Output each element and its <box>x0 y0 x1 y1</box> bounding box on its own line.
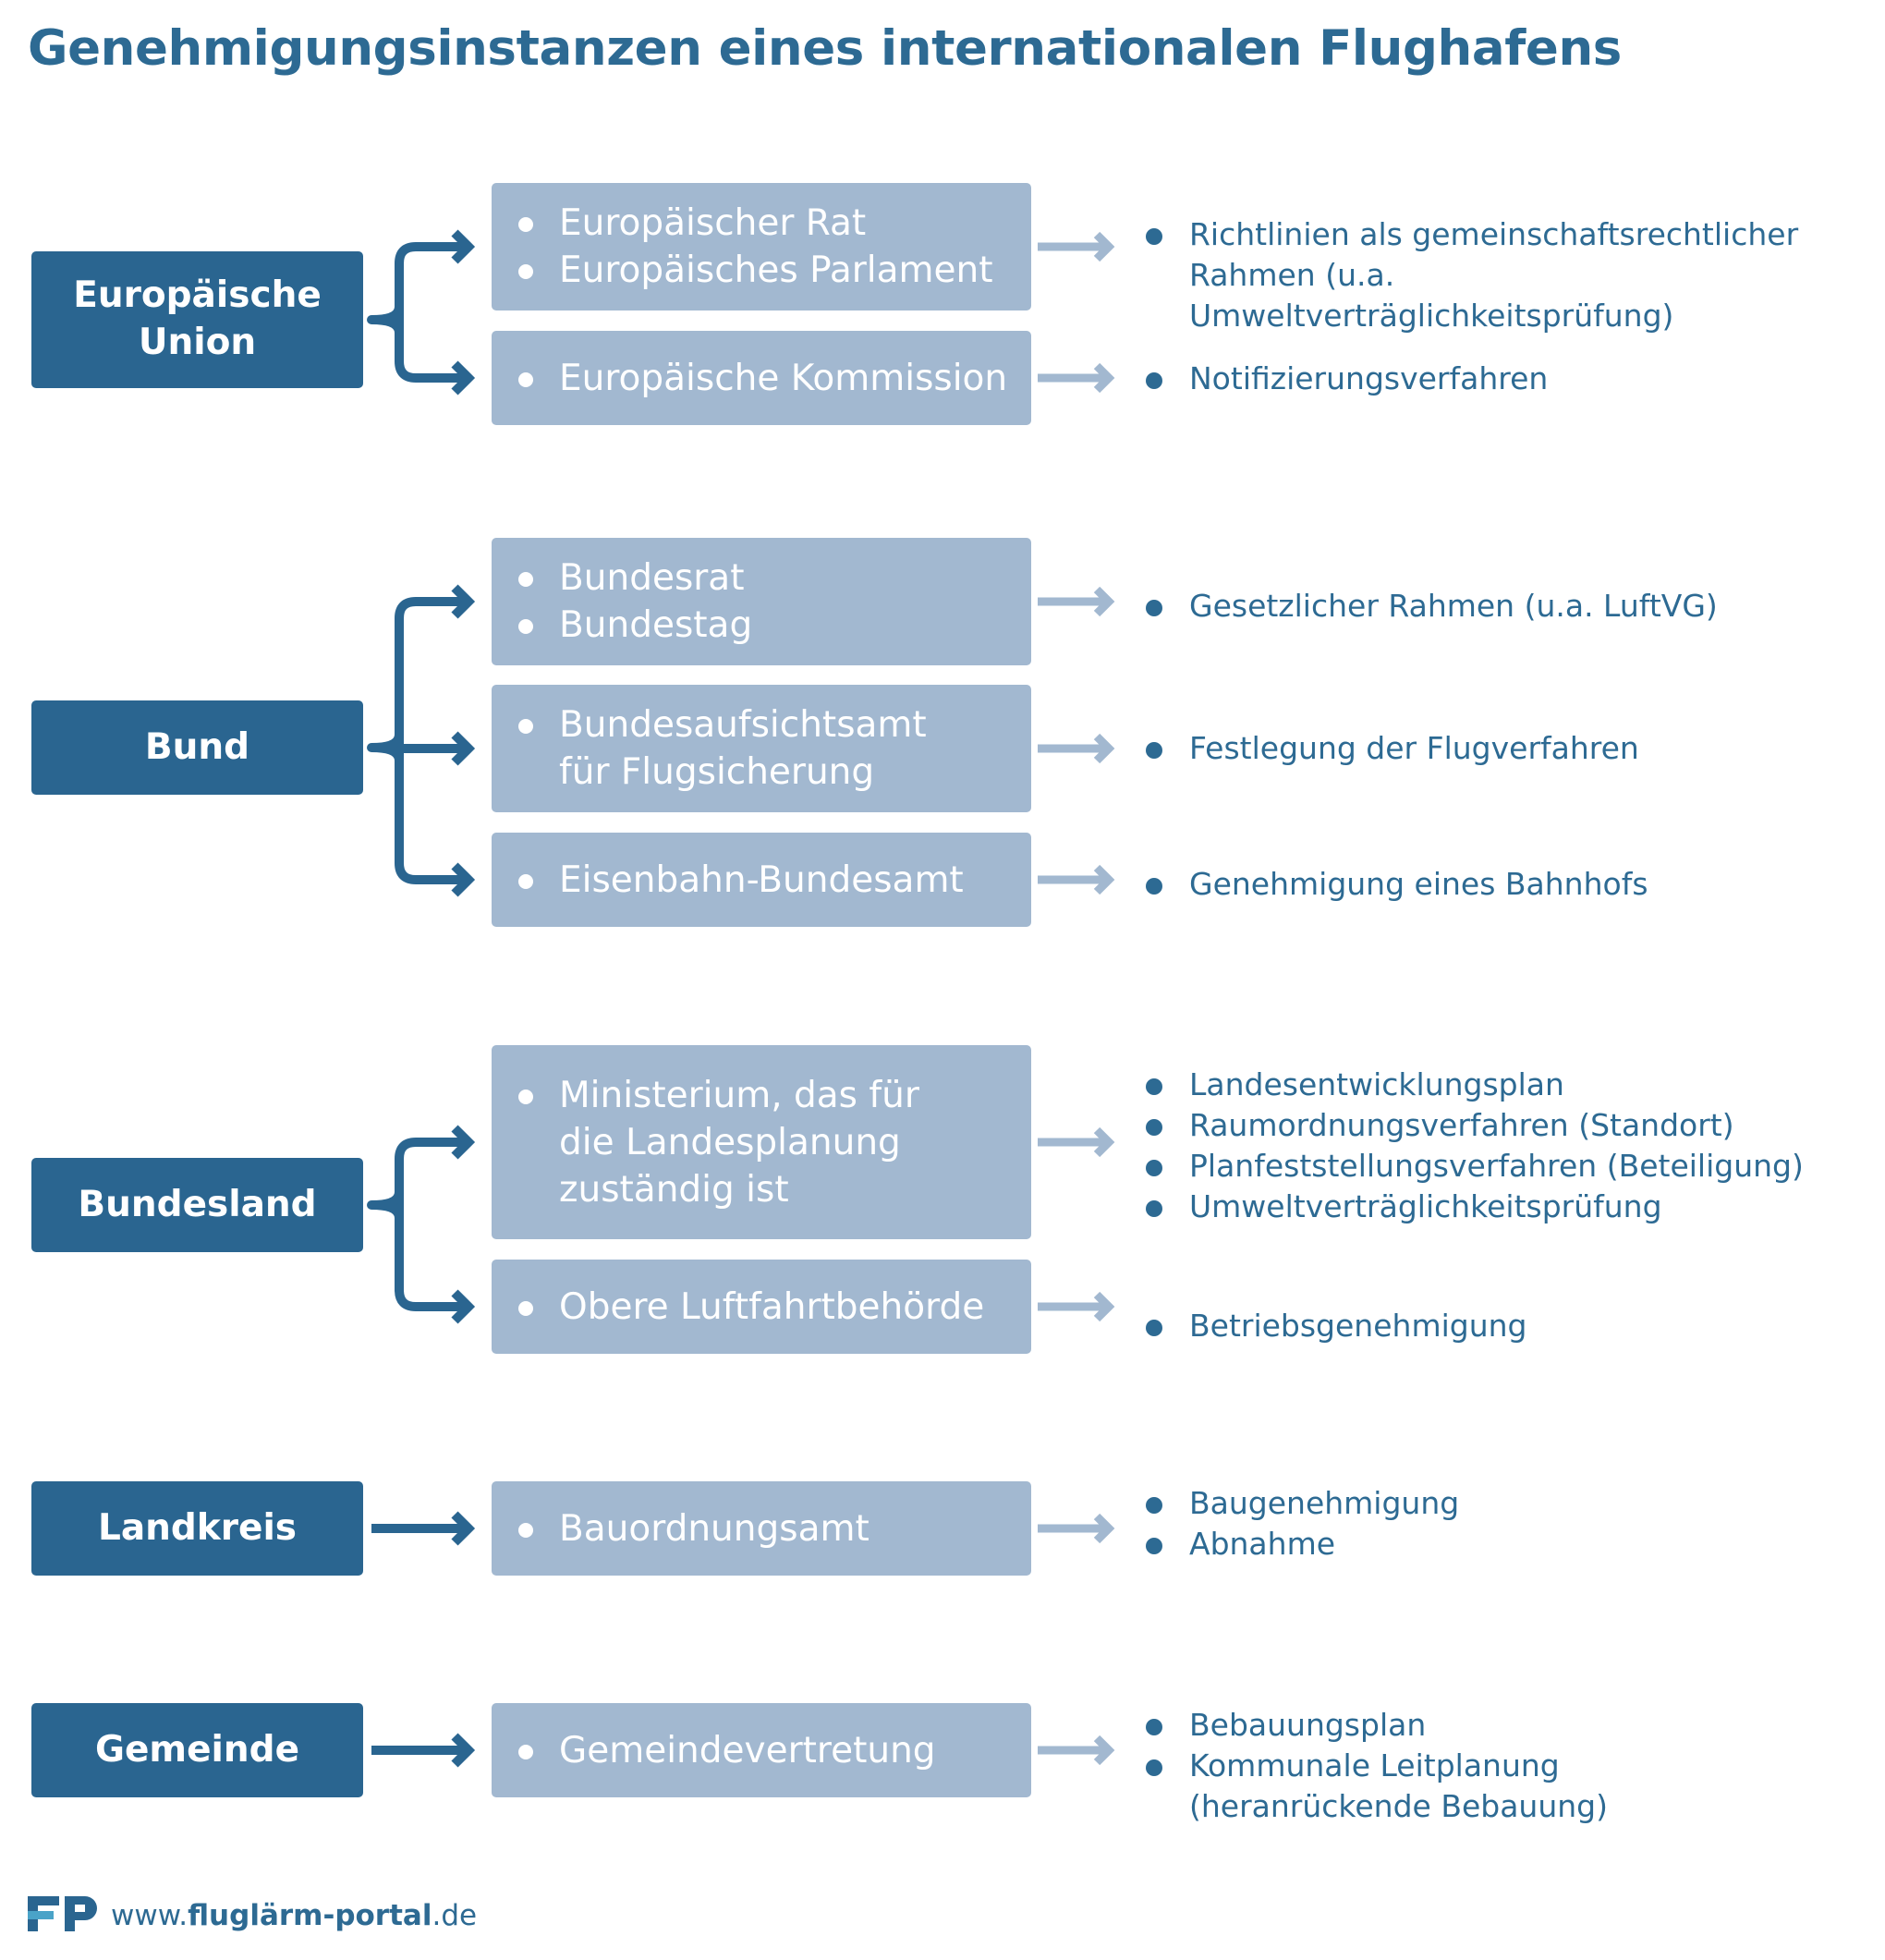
institution-name: Bauordnungsamt <box>516 1505 1022 1552</box>
result-item: Gesetzlicher Rahmen (u.a. LuftVG) <box>1143 586 1718 627</box>
result-item: Kommunale Leitplanung (heranrückende Beb… <box>1143 1746 1608 1827</box>
institution-name: Europäisches Parlament <box>516 247 1022 294</box>
level-label: Europäische Union <box>73 274 322 363</box>
result-arrow-head <box>1093 231 1115 262</box>
institution-box: Ministerium, das für die Landesplanung z… <box>492 1045 1031 1239</box>
result-list: Festlegung der Flugverfahren <box>1143 728 1639 769</box>
result-item: Umweltverträglichkeitsprüfung <box>1143 1187 1804 1227</box>
bracket-arrow-head <box>451 1125 476 1160</box>
institution-name: Obere Luftfahrtbehörde <box>516 1284 1022 1331</box>
result-item: Genehmigung eines Bahnhofs <box>1143 864 1648 905</box>
result-arrow-head <box>1093 362 1115 394</box>
institution-name: Bundestag <box>516 602 1022 649</box>
result-list: Richtlinien als gemeinschaftsrechtlicher… <box>1143 214 1885 336</box>
result-arrow-head <box>1093 1291 1115 1322</box>
result-arrow-head <box>1093 1513 1115 1544</box>
result-item: Planfeststellungsverfahren (Beteiligung) <box>1143 1146 1804 1187</box>
institution-name: Europäischer Rat <box>516 200 1022 247</box>
bracket-arrow-head <box>451 1289 476 1324</box>
bracket-arrow-head <box>451 360 476 396</box>
result-item: Notifizierungsverfahren <box>1143 359 1548 399</box>
result-list: Betriebsgenehmigung <box>1143 1306 1526 1346</box>
level-label: Bundesland <box>78 1183 317 1225</box>
level-label: Landkreis <box>97 1506 298 1549</box>
institution-name: Eisenbahn-Bundesamt <box>516 857 1022 904</box>
bracket-line <box>395 597 462 884</box>
result-list: Gesetzlicher Rahmen (u.a. LuftVG) <box>1143 586 1718 627</box>
institution-name: Ministerium, das für die Landesplanung z… <box>516 1072 1022 1213</box>
footer-url[interactable]: www.fluglärm-portal.de <box>111 1899 477 1932</box>
level-box-bund: Bund <box>31 700 363 795</box>
result-arrow-head <box>1093 1126 1115 1158</box>
institution-box: Gemeindevertretung <box>492 1703 1031 1797</box>
institution-name: Bundesrat <box>516 554 1022 602</box>
institution-box: Europäische Kommission <box>492 331 1031 425</box>
footer-url-prefix: www. <box>111 1899 188 1932</box>
result-item: Bebauungsplan <box>1143 1705 1608 1746</box>
bracket-line <box>395 1138 462 1311</box>
result-item: Landesentwicklungsplan <box>1143 1065 1804 1105</box>
level-label: Bund <box>144 725 250 768</box>
result-arrow-head <box>1093 586 1115 617</box>
bracket-tip <box>367 306 404 334</box>
level-label: Gemeinde <box>94 1728 300 1771</box>
institution-box: Bundesaufsichtsamt für Flugsicherung <box>492 685 1031 812</box>
result-arrow-head <box>1093 864 1115 895</box>
bracket-arrow-head <box>451 862 476 897</box>
bracket-arrow-head <box>451 731 476 766</box>
result-item: Betriebsgenehmigung <box>1143 1306 1526 1346</box>
institution-name: Bundesaufsichtsamt für Flugsicherung <box>516 701 1022 796</box>
institution-name: Gemeindevertretung <box>516 1727 1022 1774</box>
bracket-line <box>395 242 462 383</box>
result-arrow-head <box>1093 1735 1115 1766</box>
level-box-landkreis: Landkreis <box>31 1481 363 1576</box>
level-arrow-head <box>451 1511 476 1546</box>
result-item: Festlegung der Flugverfahren <box>1143 728 1639 769</box>
result-item: Raumordnungsverfahren (Standort) <box>1143 1105 1804 1146</box>
bracket-tip <box>367 1191 404 1219</box>
institution-box: Eisenbahn-Bundesamt <box>492 833 1031 927</box>
bracket-tip <box>367 734 404 761</box>
footer-url-suffix: .de <box>432 1899 478 1932</box>
bracket-arrow-head <box>451 229 476 264</box>
fp-logo <box>28 1893 100 1939</box>
result-list: Genehmigung eines Bahnhofs <box>1143 864 1648 905</box>
level-box-bundesland: Bundesland <box>31 1158 363 1252</box>
institution-box: Obere Luftfahrtbehörde <box>492 1260 1031 1354</box>
result-item: Richtlinien als gemeinschaftsrechtlicher… <box>1143 214 1885 336</box>
result-list: Notifizierungsverfahren <box>1143 359 1548 399</box>
page-title: Genehmigungsinstanzen eines internationa… <box>28 20 1622 77</box>
result-arrow-head <box>1093 733 1115 764</box>
bracket-arrow-head <box>451 584 476 619</box>
result-item: Baugenehmigung <box>1143 1483 1459 1524</box>
result-item: Abnahme <box>1143 1524 1459 1564</box>
institution-name: Europäische Kommission <box>516 355 1022 402</box>
level-arrow-head <box>451 1733 476 1768</box>
institution-box: Bauordnungsamt <box>492 1481 1031 1576</box>
level-box-europaeische-union: Europäische Union <box>31 251 363 388</box>
footer-url-domain: fluglärm-portal <box>188 1899 432 1932</box>
level-box-gemeinde: Gemeinde <box>31 1703 363 1797</box>
